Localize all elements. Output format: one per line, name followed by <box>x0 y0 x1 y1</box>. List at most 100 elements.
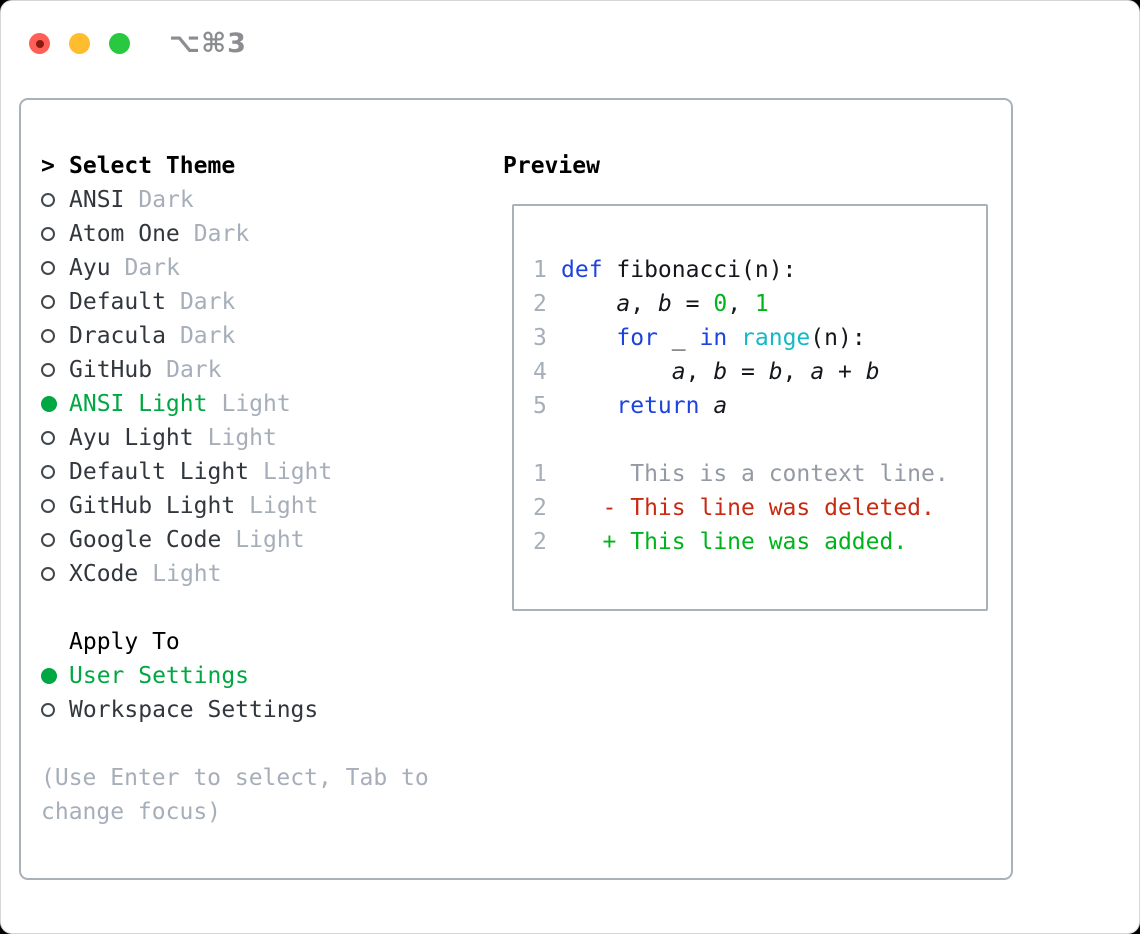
code-token <box>561 325 616 351</box>
radio-selected-icon <box>41 668 69 684</box>
line-number: 3 <box>533 325 547 351</box>
window-title: ⌥⌘3 <box>169 28 247 59</box>
option-label: Workspace Settings <box>69 697 319 723</box>
select-theme-header: > Select Theme <box>41 149 501 183</box>
code-line-2: 2 a, b = 0, 1 <box>533 287 986 321</box>
code-token: return <box>616 393 700 419</box>
radio-selected-icon <box>41 396 69 412</box>
diff-deleted-line: 2 - This line was deleted. <box>533 491 986 525</box>
code-token <box>727 325 741 351</box>
option-label: GitHub <box>69 357 153 383</box>
code-token: a <box>671 359 686 385</box>
line-number: 5 <box>533 393 547 419</box>
cursor-icon: > <box>41 153 55 179</box>
code-token: , <box>630 291 658 317</box>
code-token: 0 <box>713 291 728 317</box>
code-token: b <box>657 291 672 317</box>
diff-added-line: 2 + This line was added. <box>533 525 986 559</box>
spacer <box>41 727 501 761</box>
blank-line <box>533 423 986 457</box>
line-number: 4 <box>533 359 547 385</box>
help-text-line-2: change focus) <box>41 799 222 825</box>
option-label: Dracula <box>69 323 166 349</box>
code-token: (n): <box>810 325 866 351</box>
close-button[interactable] <box>29 33 50 54</box>
radio-icon <box>41 295 69 309</box>
variant-tag: Dark <box>179 323 236 349</box>
apply-option-user-settings[interactable]: User Settings <box>41 659 501 693</box>
option-label: ANSI <box>69 187 125 213</box>
theme-option-ayu-light[interactable]: Ayu Light Light <box>41 421 501 455</box>
option-label: Ayu <box>69 255 111 281</box>
theme-option-google-code[interactable]: Google Code Light <box>41 523 501 557</box>
option-label: XCode <box>69 561 139 587</box>
radio-icon <box>41 193 69 207</box>
option-label: Ayu Light <box>69 425 194 451</box>
apply-to-title: Apply To <box>69 629 180 655</box>
variant-tag: Dark <box>138 187 194 213</box>
code-line-5: 5 return a <box>533 389 986 423</box>
theme-option-ansi[interactable]: ANSI Dark <box>41 183 501 217</box>
code-token: a <box>616 291 631 317</box>
code-token: , <box>782 359 811 385</box>
variant-tag: Light <box>249 493 319 519</box>
option-label: User Settings <box>69 663 250 689</box>
code-token: + <box>824 359 866 385</box>
code-token <box>561 359 672 385</box>
radio-icon <box>41 363 69 377</box>
variant-tag: Light <box>207 425 277 451</box>
line-number: 2 <box>533 495 547 521</box>
radio-icon <box>41 261 69 275</box>
preview-title: Preview <box>503 153 600 179</box>
variant-tag: Dark <box>166 357 222 383</box>
code-line-3: 3 for _ in range(n): <box>533 321 986 355</box>
diff-context-line: 1 This is a context line. <box>533 457 986 491</box>
theme-option-default[interactable]: Default Dark <box>41 285 501 319</box>
radio-icon <box>41 329 69 343</box>
code-token: in <box>699 325 728 351</box>
line-number: 2 <box>533 529 547 555</box>
theme-option-dracula[interactable]: Dracula Dark <box>41 319 501 353</box>
code-token: = <box>727 359 769 385</box>
apply-option-workspace-settings[interactable]: Workspace Settings <box>41 693 501 727</box>
code-token <box>699 393 713 419</box>
code-token: b <box>865 359 880 385</box>
code-token: _ <box>657 325 700 351</box>
spacer <box>41 591 501 625</box>
minimize-button[interactable] <box>69 33 90 54</box>
option-label: Atom One <box>69 221 180 247</box>
variant-tag: Light <box>235 527 305 553</box>
option-label: Default <box>69 289 166 315</box>
line-number: 2 <box>533 291 547 317</box>
maximize-button[interactable] <box>109 33 130 54</box>
code-token: fibonacci(n): <box>616 257 797 283</box>
code-token: 1 <box>754 291 769 317</box>
code-token: = <box>671 291 714 317</box>
code-token: range <box>741 325 811 351</box>
titlebar: ⌥⌘3 <box>29 28 247 59</box>
variant-tag: Dark <box>179 289 236 315</box>
apply-to-header: Apply To <box>41 625 501 659</box>
help-text-line-1: (Use Enter to select, Tab to <box>41 765 429 791</box>
code-line-4: 4 a, b = b, a + b <box>533 355 986 389</box>
option-label: Google Code <box>69 527 222 553</box>
code-token: , <box>685 359 714 385</box>
code-token: for <box>616 325 658 351</box>
code-token: b <box>713 359 728 385</box>
theme-option-github[interactable]: GitHub Dark <box>41 353 501 387</box>
line-number: 1 <box>533 257 547 283</box>
